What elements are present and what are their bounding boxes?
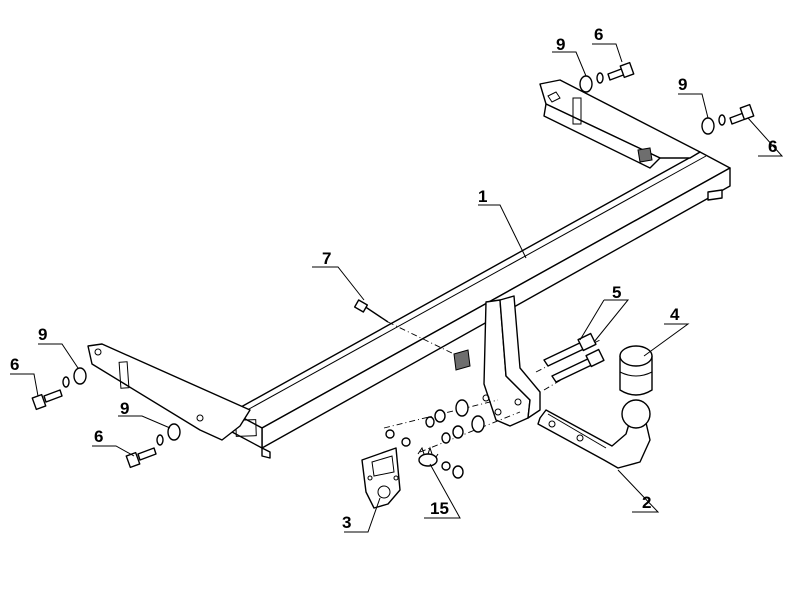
nuts-washers — [385, 399, 485, 479]
callout-15: 15 — [430, 499, 449, 518]
callout-6-bottom-left: 6 — [94, 427, 103, 446]
callout-9-top: 9 — [556, 35, 565, 54]
fasteners-bottom-left — [125, 423, 181, 469]
callout-6-top: 6 — [594, 25, 603, 44]
callout-1: 1 — [478, 187, 487, 206]
socket-plate-3 — [361, 447, 401, 509]
tow-ball-neck-2 — [537, 399, 651, 469]
bolts-5 — [543, 332, 605, 383]
fasteners-top-left — [579, 61, 635, 93]
fasteners-left — [31, 367, 87, 411]
callout-9-top-right: 9 — [678, 75, 687, 94]
callout-9-left: 9 — [38, 325, 47, 344]
leader-lines — [10, 43, 784, 533]
callout-6-top-right: 6 — [768, 137, 777, 156]
right-bracket — [539, 79, 723, 201]
callout-5: 5 — [612, 283, 621, 302]
callout-6-left: 6 — [10, 355, 19, 374]
callout-3: 3 — [342, 513, 351, 532]
bolt-7 — [353, 299, 389, 323]
fasteners-top-right — [701, 103, 755, 135]
callout-labels: 1 7 5 4 2 3 15 6 9 9 6 9 6 9 6 — [10, 25, 777, 532]
callout-9-bottom-left: 9 — [120, 399, 129, 418]
left-bracket — [87, 343, 271, 459]
ball-cover-4 — [619, 345, 653, 396]
center-drop-bracket — [453, 295, 541, 427]
spring-15 — [417, 446, 439, 467]
callout-2: 2 — [642, 493, 651, 512]
callout-7: 7 — [322, 249, 331, 268]
callout-4: 4 — [670, 305, 680, 324]
